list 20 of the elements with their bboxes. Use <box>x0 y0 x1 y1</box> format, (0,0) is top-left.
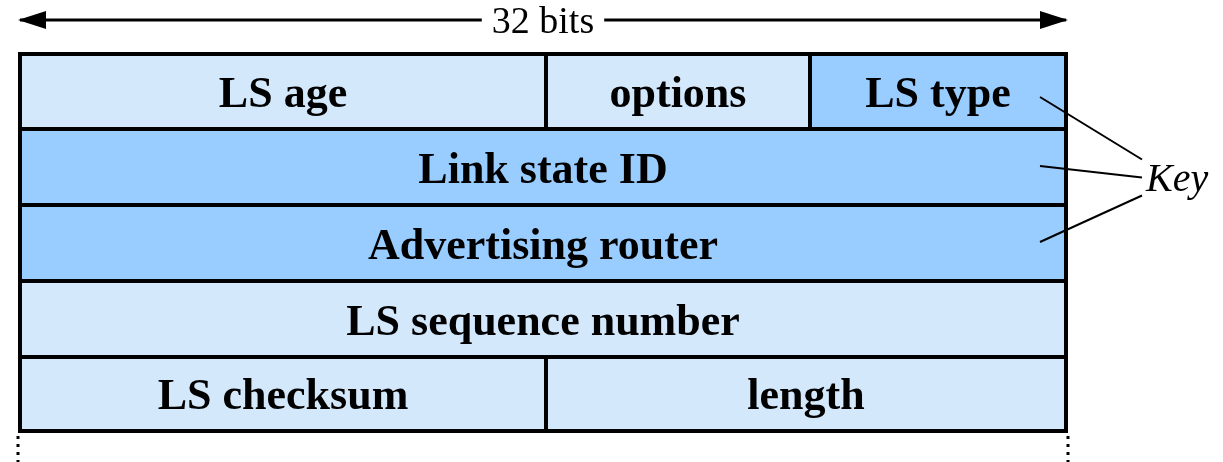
key-label: Key <box>1146 154 1209 201</box>
header-field <box>18 52 544 129</box>
field-name: LS checksum <box>157 368 409 420</box>
field-name: LS age <box>218 67 348 118</box>
header-field <box>544 52 808 129</box>
field-name: LS type <box>865 67 1011 118</box>
header-field <box>18 127 1068 205</box>
header-field <box>18 279 1068 357</box>
header-field <box>544 355 1068 433</box>
leader-line <box>1039 194 1143 243</box>
field-name: Advertising router <box>368 218 718 270</box>
header-field <box>18 355 544 433</box>
field-name: LS sequence number <box>346 294 740 346</box>
leader-line <box>1039 165 1143 179</box>
field-name: Link state ID <box>418 142 668 194</box>
header-field <box>18 203 1068 281</box>
field-name: length <box>747 368 865 420</box>
leader-line <box>1039 96 1143 161</box>
header-field <box>808 52 1068 129</box>
field-name: options <box>609 67 747 118</box>
